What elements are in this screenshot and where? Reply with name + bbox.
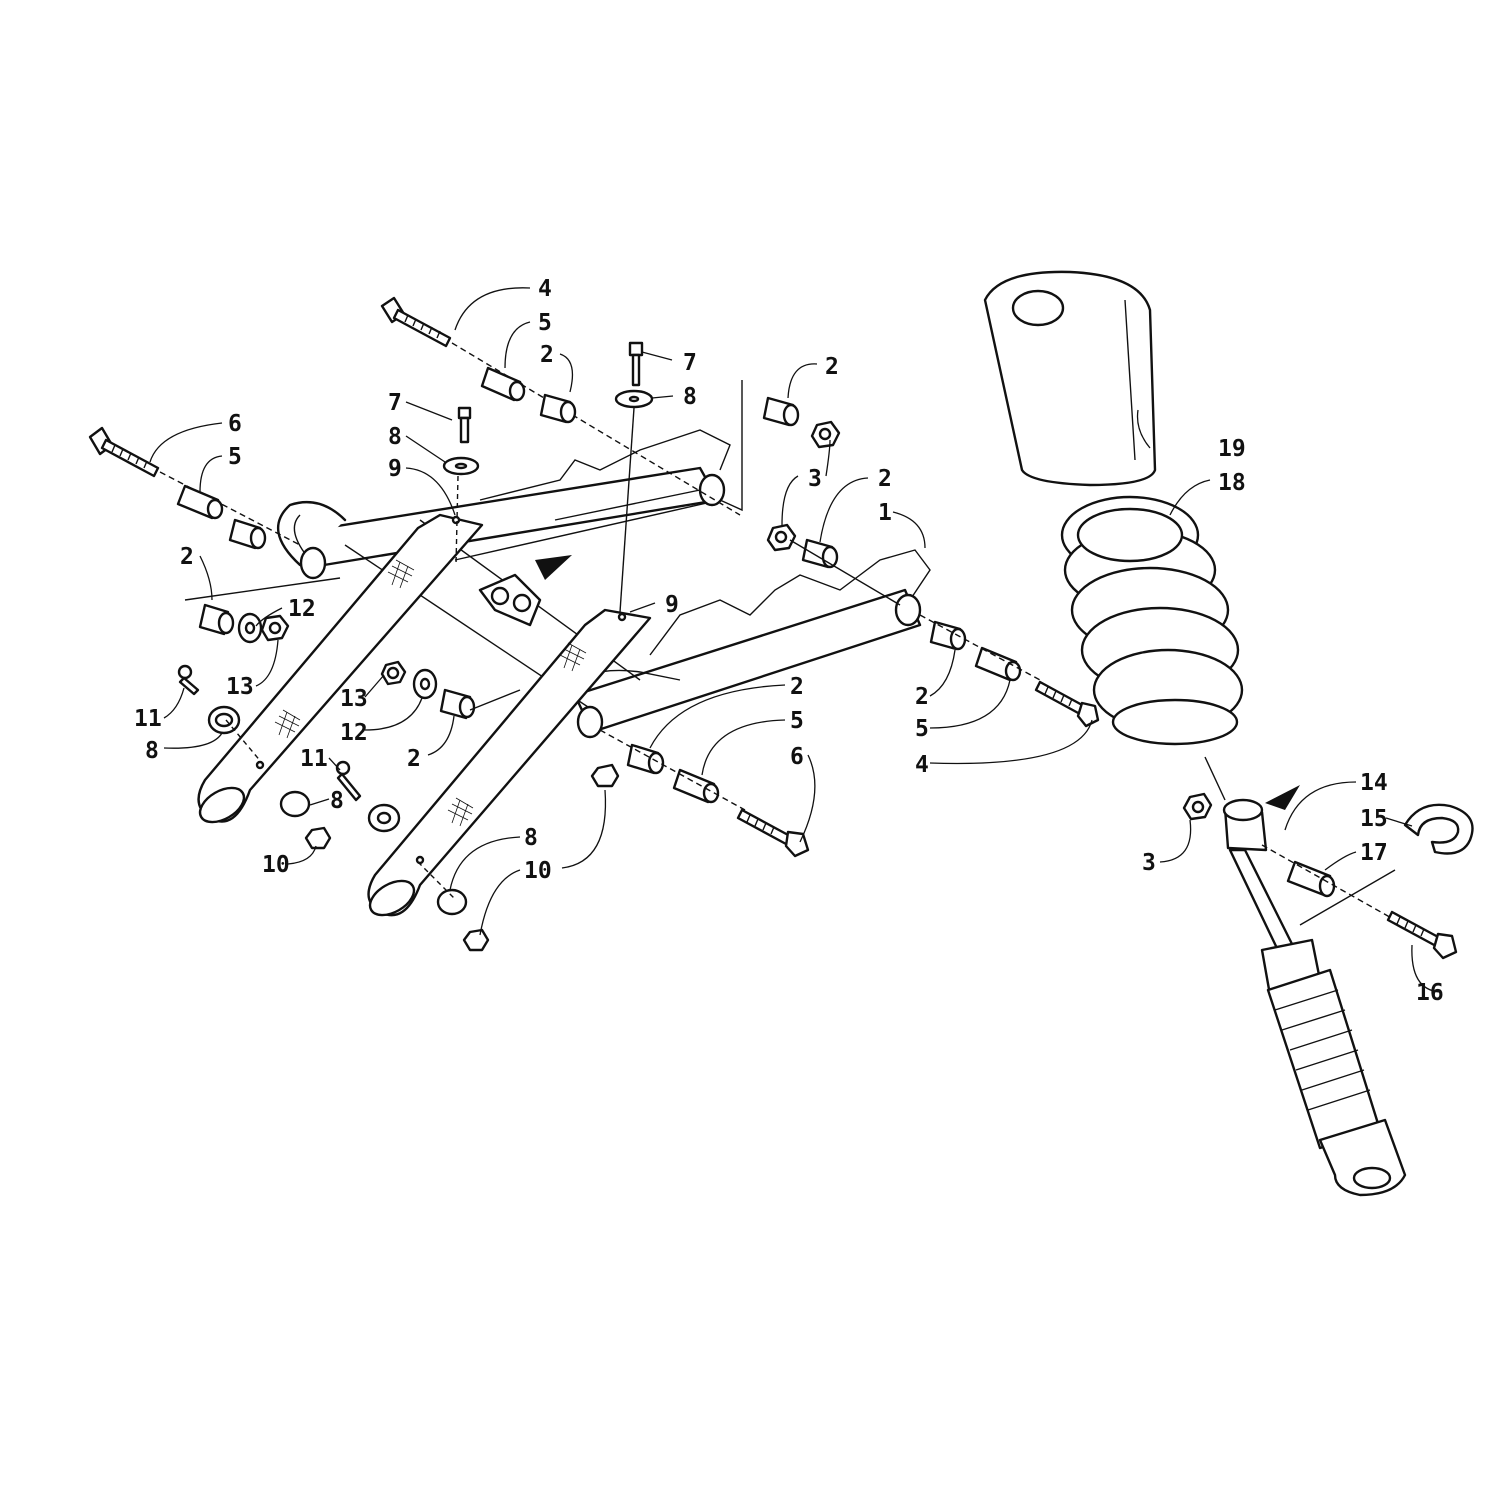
callout-17: 17 xyxy=(1360,840,1388,866)
washer xyxy=(436,888,468,916)
bolt xyxy=(457,406,472,444)
bushing xyxy=(626,743,665,775)
callout-9: 9 xyxy=(388,456,402,482)
callout-8: 8 xyxy=(388,424,402,450)
washer xyxy=(237,612,263,644)
bolt xyxy=(177,664,200,696)
callout-2: 2 xyxy=(915,684,929,710)
shock-absorber xyxy=(1222,798,1407,1197)
callout-13: 13 xyxy=(226,674,254,700)
bushing xyxy=(672,768,720,804)
bushing xyxy=(1286,860,1336,898)
callout-5: 5 xyxy=(915,716,929,742)
direction-arrow xyxy=(1265,785,1300,810)
left-lower-arm xyxy=(197,513,484,824)
callout-2: 2 xyxy=(878,466,892,492)
callout-9: 9 xyxy=(665,592,679,618)
callout-3: 3 xyxy=(1142,850,1156,876)
bolt xyxy=(628,341,644,387)
hatch-mark xyxy=(274,559,415,739)
washer xyxy=(279,790,311,818)
bushing xyxy=(228,518,267,550)
callout-11: 11 xyxy=(300,746,328,772)
callout-2: 2 xyxy=(180,544,194,570)
hardware-left xyxy=(88,426,521,952)
bushing xyxy=(762,396,800,427)
hatch-mark xyxy=(447,642,587,827)
nut xyxy=(304,826,332,850)
bolt xyxy=(1034,680,1100,728)
callout-7: 7 xyxy=(683,350,697,376)
callout-8: 8 xyxy=(683,384,697,410)
washer xyxy=(207,705,241,735)
callout-2: 2 xyxy=(540,342,554,368)
bushing xyxy=(439,688,476,720)
nut xyxy=(260,614,290,642)
nut xyxy=(810,420,841,449)
callout-3: 3 xyxy=(808,466,822,492)
callout-8: 8 xyxy=(145,738,159,764)
shock-assembly xyxy=(983,270,1474,1197)
bushing xyxy=(929,620,967,651)
callout-5: 5 xyxy=(538,310,552,336)
callout-8: 8 xyxy=(524,825,538,851)
nut xyxy=(1182,792,1213,821)
callout-labels: 4 5 2 7 8 2 7 8 9 6 5 3 2 1 19 18 2 12 1… xyxy=(134,276,1444,1006)
coil-spring xyxy=(1060,495,1244,746)
callout-1: 1 xyxy=(878,500,892,526)
bushing xyxy=(176,484,224,520)
bolt xyxy=(335,760,362,802)
callout-10: 10 xyxy=(262,852,290,878)
washer xyxy=(614,389,654,409)
callout-11: 11 xyxy=(134,706,162,732)
callout-2: 2 xyxy=(407,746,421,772)
retaining-clip xyxy=(1403,803,1474,855)
bushing xyxy=(198,603,235,636)
direction-arrow xyxy=(535,555,572,580)
callout-6: 6 xyxy=(790,744,804,770)
callout-2: 2 xyxy=(790,674,804,700)
bolt xyxy=(380,296,452,348)
callout-14: 14 xyxy=(1360,770,1388,796)
callout-8: 8 xyxy=(330,788,344,814)
washer xyxy=(442,456,480,476)
callout-12: 12 xyxy=(288,596,316,622)
bushing xyxy=(974,646,1022,682)
right-lower-arm xyxy=(367,608,652,917)
shock-boot xyxy=(983,270,1157,487)
callout-12: 12 xyxy=(340,720,368,746)
callout-6: 6 xyxy=(228,411,242,437)
callout-13: 13 xyxy=(340,686,368,712)
nut xyxy=(766,523,797,552)
callout-19: 19 xyxy=(1218,436,1246,462)
bolt xyxy=(736,808,810,858)
callout-16: 16 xyxy=(1416,980,1444,1006)
callout-10: 10 xyxy=(524,858,552,884)
bushing xyxy=(539,393,577,424)
nut xyxy=(462,928,490,952)
callout-5: 5 xyxy=(790,708,804,734)
leader-lines xyxy=(149,287,1441,993)
callout-18: 18 xyxy=(1218,470,1246,496)
bushing xyxy=(480,366,526,402)
bushing xyxy=(801,538,839,569)
callout-4: 4 xyxy=(538,276,552,302)
washer xyxy=(367,803,401,833)
bolt xyxy=(88,426,160,478)
callout-7: 7 xyxy=(388,390,402,416)
hardware-top xyxy=(380,296,1100,858)
nut xyxy=(590,763,620,788)
nut xyxy=(380,660,407,686)
callout-4: 4 xyxy=(915,752,929,778)
callout-5: 5 xyxy=(228,444,242,470)
callout-15: 15 xyxy=(1360,806,1388,832)
callout-2: 2 xyxy=(825,354,839,380)
washer xyxy=(412,668,438,700)
bolt xyxy=(1386,910,1458,960)
